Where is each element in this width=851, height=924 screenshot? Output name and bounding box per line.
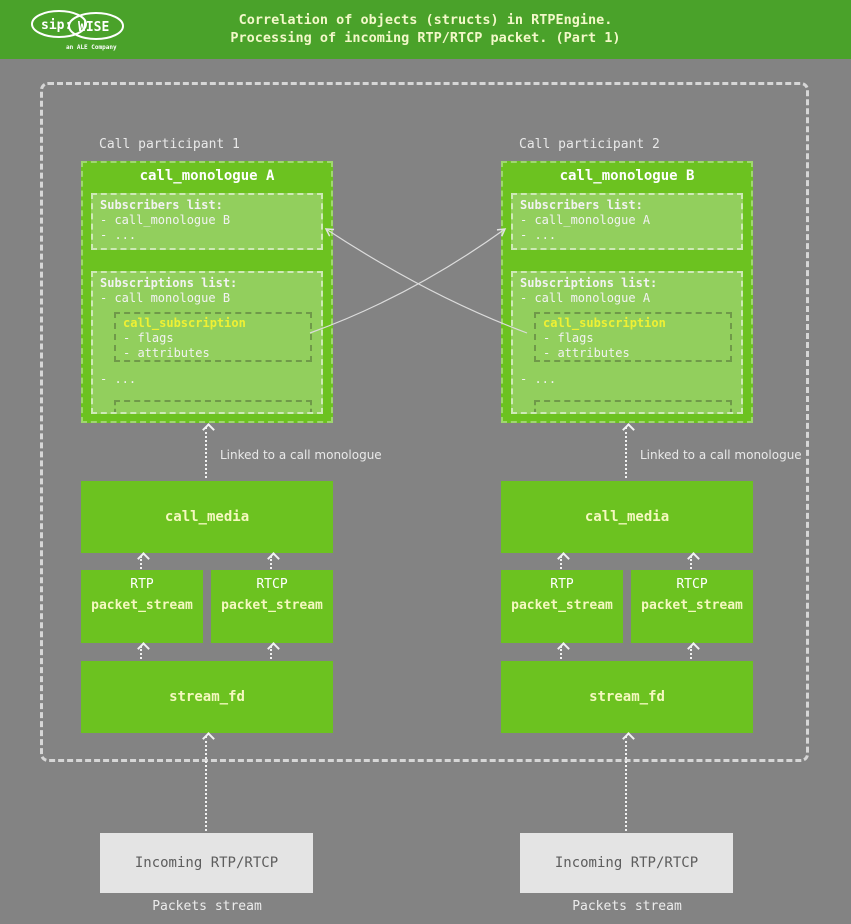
partial-subscription-box [114,400,312,412]
participant-2-column: Call participant 2 call_monologue B Subs… [501,0,802,924]
subscriptions-box: Subscriptions list: - call monologue A c… [511,271,743,414]
call-monologue-box: call_monologue B Subscribers list: - cal… [501,161,753,423]
participant-label: Call participant 1 [99,137,240,152]
stream-fd-box: stream_fd [81,661,333,733]
packet-stream-title: packet_stream [641,598,743,613]
logo-text-wise: WISE [78,20,109,35]
arrow-streamfd-to-rtcp [270,646,272,659]
rtpengine-frame [40,82,809,762]
subscription-attributes: - attributes [543,346,630,360]
call-monologue-title: call_monologue B [559,168,695,184]
call-media-title: call_media [584,509,670,525]
subscriber-item: - ... [100,228,137,242]
arrow-rtcp-to-media [270,556,272,569]
call-subscription-title: call_subscription [123,316,246,330]
arrow-streamfd-to-rtp [560,646,562,659]
subscriptions-box: Subscriptions list: - call monologue B c… [91,271,323,414]
arrow-rtcp-to-media [690,556,692,569]
subscriptions-more: - ... [100,372,137,386]
rtp-label: RTP [550,577,574,592]
arrow-incoming-to-streamfd [205,736,207,831]
partial-subscription-box [534,400,732,412]
subscriber-item: - call_monologue A [520,213,651,227]
subscription-attributes: - attributes [123,346,210,360]
subscribers-title: Subscribers list: [100,198,223,212]
header-bar: sip: WISE an ALE Company Correlation of … [0,0,851,59]
packet-stream-title: packet_stream [221,598,323,613]
participant-label: Call participant 2 [519,137,660,152]
incoming-rtp-box: Incoming RTP/RTCP [520,833,733,893]
rtp-label: RTP [130,577,154,592]
subscription-flags: - flags [543,331,594,345]
call-subscription-box: call_subscription - flags - attributes [114,312,312,362]
call-monologue-box: call_monologue A Subscribers list: - cal… [81,161,333,423]
call-subscription-title: call_subscription [543,316,666,330]
logo-text-sip: sip: [41,18,72,33]
subscribers-box: Subscribers list: - call_monologue B - .… [91,193,323,250]
packet-stream-rtcp-box: RTCP packet_stream [631,570,753,643]
call-media-title: call_media [164,509,250,525]
arrow-media-to-monologue [625,427,627,478]
call-media-box: call_media [81,481,333,553]
subscriber-item: - call_monologue B [100,213,231,227]
header-title-line1: Correlation of objects (structs) in RTPE… [238,12,613,28]
incoming-rtp-box: Incoming RTP/RTCP [100,833,313,893]
packets-stream-label: Packets stream [572,899,682,914]
call-monologue-title: call_monologue A [139,168,275,184]
rtcp-label: RTCP [256,577,288,592]
packets-stream-label: Packets stream [152,899,262,914]
header-title: Correlation of objects (structs) in RTPE… [0,11,851,47]
subscriptions-title: Subscriptions list: [100,276,238,290]
stream-fd-title: stream_fd [169,689,245,705]
arrow-rtp-to-media [560,556,562,569]
subscribers-title: Subscribers list: [520,198,643,212]
linked-to-monologue-label: Linked to a call monologue [220,448,382,462]
call-subscription-box: call_subscription - flags - attributes [534,312,732,362]
subscribers-box: Subscribers list: - call_monologue A - .… [511,193,743,250]
arrow-incoming-to-streamfd [625,736,627,831]
packet-stream-rtp-box: RTP packet_stream [501,570,623,643]
incoming-rtp-label: Incoming RTP/RTCP [554,855,699,871]
subscription-flags: - flags [123,331,174,345]
packet-stream-title: packet_stream [91,598,193,613]
subscriber-item: - ... [520,228,557,242]
arrow-rtp-to-media [140,556,142,569]
arrow-streamfd-to-rtp [140,646,142,659]
packet-stream-title: packet_stream [511,598,613,613]
linked-to-monologue-label: Linked to a call monologue [640,448,802,462]
participant-1-column: Call participant 1 call_monologue A Subs… [81,0,382,924]
packet-stream-rtcp-box: RTCP packet_stream [211,570,333,643]
rtcp-label: RTCP [676,577,708,592]
arrow-media-to-monologue [205,427,207,478]
call-media-box: call_media [501,481,753,553]
sipwise-logo: sip: WISE an ALE Company [31,10,124,51]
stream-fd-box: stream_fd [501,661,753,733]
subscriptions-more: - ... [520,372,557,386]
stream-fd-title: stream_fd [589,689,665,705]
logo-tagline: an ALE Company [66,44,117,51]
subscriptions-title: Subscriptions list: [520,276,658,290]
header-title-line2: Processing of incoming RTP/RTCP packet. … [230,30,621,46]
subscription-item: - call monologue B [100,291,231,305]
incoming-rtp-label: Incoming RTP/RTCP [134,855,279,871]
packet-stream-rtp-box: RTP packet_stream [81,570,203,643]
arrow-streamfd-to-rtcp [690,646,692,659]
subscription-item: - call monologue A [520,291,651,305]
